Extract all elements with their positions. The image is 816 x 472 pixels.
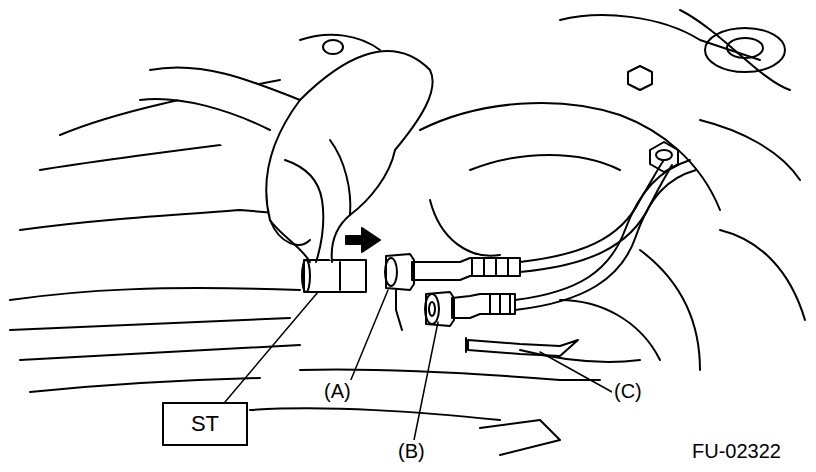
special-tool — [339, 262, 341, 290]
body-outline — [10, 318, 290, 330]
body-outline — [10, 288, 300, 300]
fuel-pipe — [520, 165, 672, 272]
leader-line — [350, 290, 388, 382]
special-tool — [304, 260, 366, 292]
quick-connector — [426, 292, 454, 326]
body-outline — [430, 200, 500, 256]
push-arrow — [346, 228, 380, 252]
wrist — [140, 99, 270, 130]
body-outline — [20, 345, 300, 360]
body-outline — [470, 155, 620, 170]
body-outline — [250, 408, 500, 420]
strut-mount — [727, 38, 763, 58]
special-tool — [302, 260, 310, 292]
leader-line — [225, 292, 318, 402]
leader-line — [414, 322, 438, 440]
quick-connector — [385, 258, 397, 286]
body-outline — [20, 210, 300, 230]
leader-line — [540, 352, 612, 392]
quick-connector — [429, 302, 435, 316]
fuel-pipe — [515, 170, 696, 310]
strut-mount — [705, 28, 785, 72]
fuel-pipe — [515, 160, 690, 300]
tool-c — [465, 338, 467, 352]
tool-c — [468, 340, 578, 356]
figure-code: FU-02322 — [690, 440, 783, 463]
body-outline — [680, 10, 790, 90]
tool-label-box: ST — [162, 402, 248, 446]
hose-band — [472, 258, 508, 276]
hose-band — [490, 294, 510, 314]
body-outline — [640, 250, 700, 370]
fuel-hose — [412, 258, 520, 280]
body-outline — [300, 369, 600, 380]
finger — [330, 140, 350, 215]
callout-letter: (B) — [396, 440, 427, 463]
bolt-head — [628, 66, 652, 90]
fuel-pipe — [520, 160, 664, 262]
bolt-head — [656, 150, 672, 160]
body-outline — [520, 350, 640, 362]
clip — [480, 420, 560, 455]
body-outline — [420, 103, 720, 210]
callout-letter: (C) — [612, 380, 644, 403]
quick-connector — [425, 294, 439, 324]
body-outline — [560, 300, 660, 360]
body-outline — [30, 378, 260, 392]
bolt-head — [323, 40, 343, 54]
finger — [285, 160, 323, 262]
body-outline — [700, 120, 800, 180]
quick-connector — [386, 254, 414, 290]
finger — [270, 220, 310, 262]
tool-label: ST — [191, 411, 219, 437]
callout-letter: (A) — [322, 380, 353, 403]
body-outline — [720, 230, 805, 320]
pipe-stub — [396, 290, 402, 330]
hand — [150, 51, 433, 262]
fuel-hose — [452, 294, 515, 318]
